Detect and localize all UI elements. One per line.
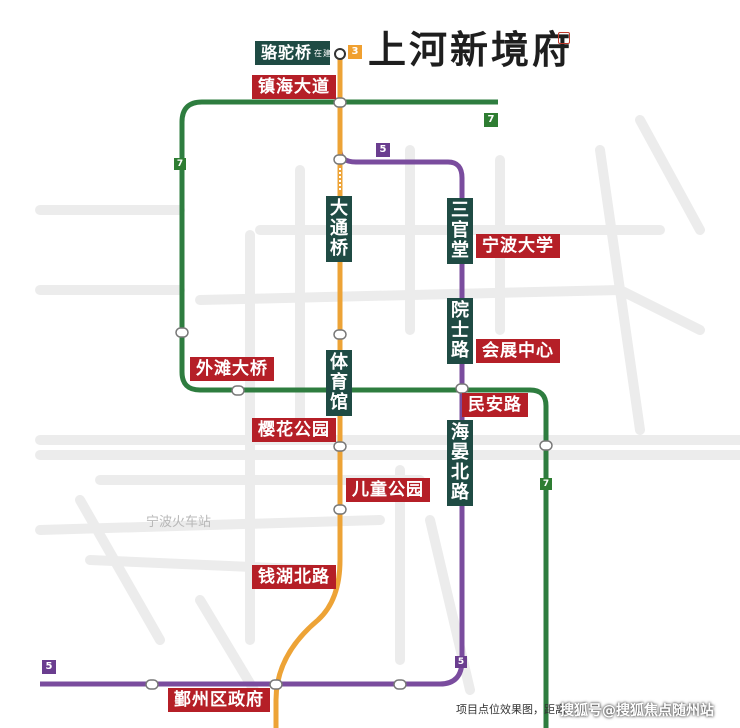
station-qianhu-beilu[interactable]: 钱湖北路 <box>252 565 336 589</box>
station-huizhan-zhongxin[interactable]: 会展中心 <box>476 339 560 363</box>
station-luotuoqiao-tag: 在建 <box>314 49 333 58</box>
line-5-badge-top: 5 <box>376 143 390 157</box>
station-datongqiao[interactable]: 大通桥 <box>326 196 352 262</box>
station-ningbo-daxue[interactable]: 宁波大学 <box>476 234 560 258</box>
station-luotuoqiao[interactable]: 骆驼桥在建 <box>255 41 333 65</box>
station-tiyuguan[interactable]: 体育馆 <box>326 350 352 416</box>
line-5-badge-right: 5 <box>455 656 467 668</box>
bg-label-ningbo-station: 宁波火车站 <box>146 515 212 530</box>
line-7-track <box>179 99 549 728</box>
brand-seal-icon <box>558 32 570 44</box>
footer-note: 项目点位效果图，距离 <box>456 703 566 716</box>
line-7-badge-top: 7 <box>484 113 498 127</box>
line-7-badge-right: 7 <box>540 478 552 490</box>
project-brand-title: 上河新境府 <box>368 27 574 72</box>
station-yinzhou-qu-zhengfu[interactable]: 鄞州区政府 <box>168 688 270 712</box>
line-3-badge: 3 <box>348 45 362 59</box>
station-zhenhai-dadao[interactable]: 镇海大道 <box>252 75 336 99</box>
station-luotuoqiao-name: 骆驼桥 <box>261 43 313 62</box>
luotuoqiao-node <box>334 48 346 60</box>
station-ertong-gongyuan[interactable]: 儿童公园 <box>346 478 430 502</box>
station-sanguantang[interactable]: 三官堂 <box>447 198 473 264</box>
station-waitan-daqiao[interactable]: 外滩大桥 <box>190 357 274 381</box>
station-yuanshilu[interactable]: 院士路 <box>447 298 473 364</box>
line-7-badge-left: 7 <box>174 158 186 170</box>
station-yinghua-gongyuan[interactable]: 樱花公园 <box>252 418 336 442</box>
watermark: 搜狐号@搜狐焦点随州站 <box>560 703 714 719</box>
station-haiyan-beilu[interactable]: 海晏北路 <box>447 420 473 506</box>
station-minan-lu[interactable]: 民安路 <box>462 393 528 417</box>
background-roads <box>35 115 740 705</box>
line-5-badge-left: 5 <box>42 660 56 674</box>
